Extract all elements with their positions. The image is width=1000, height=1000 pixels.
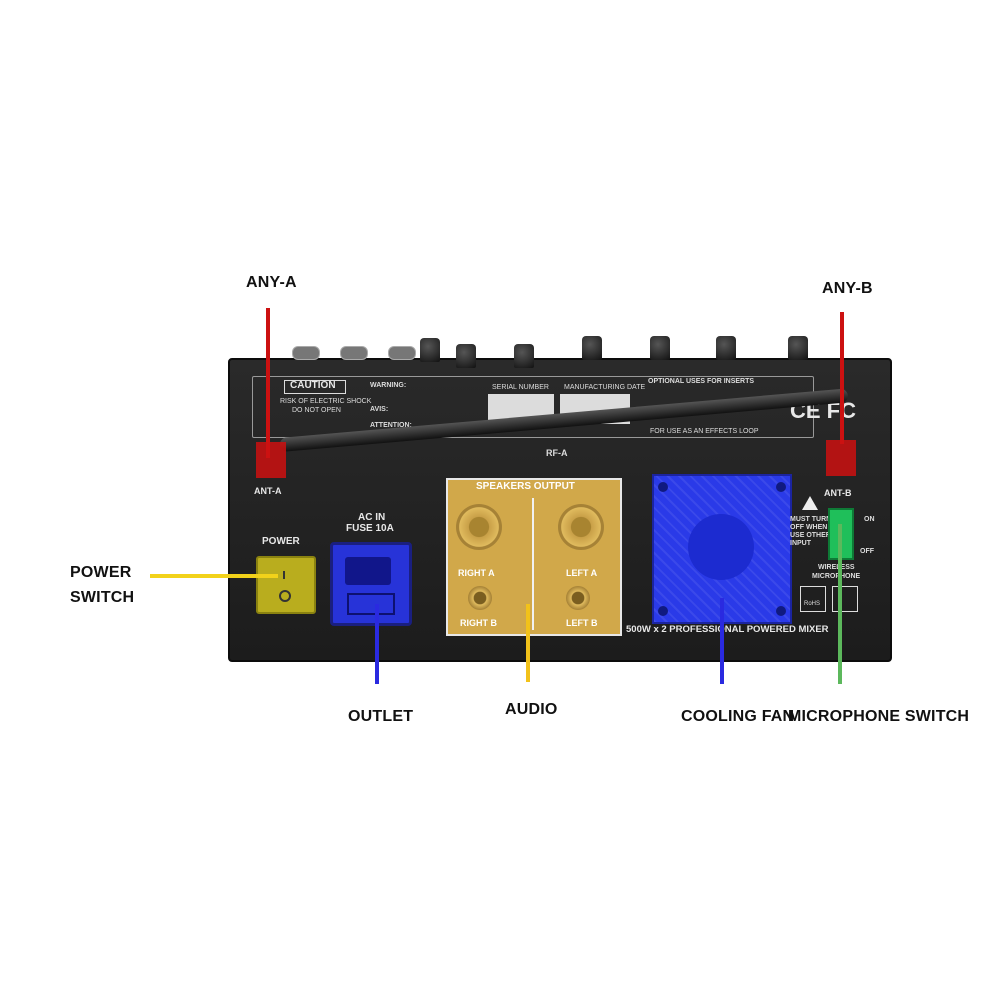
- left-a-label: LEFT A: [566, 568, 598, 578]
- wireless-mic-label-1: WIRELESS: [818, 564, 855, 571]
- any-b-leader: [840, 312, 844, 444]
- knob-2: [456, 344, 476, 368]
- power-switch-leader: [150, 574, 278, 578]
- fan-screw-br: [776, 606, 786, 616]
- attention-text: ATTENTION:: [370, 422, 412, 429]
- speaker-jack-left-b[interactable]: [566, 586, 590, 610]
- microphone-switch-label: MICROPHONE SWITCH: [788, 708, 970, 725]
- warning-text: WARNING:: [370, 382, 407, 389]
- power-label: POWER: [262, 536, 300, 547]
- right-b-label: RIGHT B: [460, 618, 497, 628]
- any-a-leader: [266, 308, 270, 458]
- knob-5: [650, 336, 670, 360]
- effects-loop-text: FOR USE AS AN EFFECTS LOOP: [650, 428, 759, 435]
- power-switch-off-mark: [279, 590, 291, 602]
- knob-7: [788, 336, 808, 360]
- ac-inlet-socket: [345, 557, 391, 585]
- caution-text-2: DO NOT OPEN: [292, 407, 341, 414]
- knob-4: [582, 336, 602, 360]
- audio-leader: [526, 604, 530, 682]
- speakers-output-title: SPEAKERS OUTPUT: [476, 481, 575, 492]
- fuse-holder: [347, 593, 395, 615]
- any-a-label: ANY-A: [246, 274, 297, 291]
- right-a-label: RIGHT A: [458, 568, 495, 578]
- must-turn-off-text: MUST TURN OFF WHEN USE OTHER INPUT: [790, 516, 832, 547]
- speakers-divider: [532, 498, 534, 630]
- ac-inlet[interactable]: [330, 542, 412, 626]
- serial-number-label: SERIAL NUMBER: [492, 384, 549, 391]
- ant-a-marker: [256, 442, 286, 478]
- input-jack-2: [340, 346, 368, 360]
- cooling-fan-label: COOLING FAN: [681, 708, 795, 725]
- any-b-label: ANY-B: [822, 280, 873, 297]
- audio-label: AUDIO: [505, 701, 558, 718]
- mic-off-label: OFF: [860, 548, 874, 555]
- fan-hub: [688, 514, 754, 580]
- knob-6: [716, 336, 736, 360]
- cooling-fan-leader: [720, 598, 724, 684]
- speaker-jack-left-a[interactable]: [558, 504, 604, 550]
- mic-on-label: ON: [864, 516, 875, 523]
- input-jack-1: [292, 346, 320, 360]
- outlet-leader: [375, 604, 379, 684]
- speakers-output-panel: [446, 478, 622, 636]
- fan-screw-bl: [658, 606, 668, 616]
- rf-a-label: RF-A: [546, 448, 568, 458]
- caution-title: CAUTION: [290, 380, 336, 391]
- speaker-jack-right-b[interactable]: [468, 586, 492, 610]
- ac-in-label-1: AC IN: [358, 512, 386, 523]
- wireless-mic-label-2: MICROPHONE: [812, 573, 861, 580]
- input-jack-3: [388, 346, 416, 360]
- info-label-strip: [252, 376, 814, 438]
- power-switch-label-line1: POWER: [70, 564, 132, 581]
- microphone-switch-leader: [838, 524, 842, 684]
- ant-b-label: ANT-B: [824, 488, 852, 498]
- fan-screw-tl: [658, 482, 668, 492]
- fan-screw-tr: [776, 482, 786, 492]
- ant-a-label: ANT-A: [254, 486, 282, 496]
- left-b-label: LEFT B: [566, 618, 598, 628]
- weee-badge: [832, 586, 858, 612]
- power-switch[interactable]: [256, 556, 316, 614]
- knob-3: [514, 344, 534, 368]
- ac-in-label-2: FUSE 10A: [346, 523, 394, 534]
- speaker-jack-right-a[interactable]: [456, 504, 502, 550]
- knob-1: [420, 338, 440, 362]
- mixer-rear-panel: CAUTION RISK OF ELECTRIC SHOCK DO NOT OP…: [228, 336, 892, 662]
- power-switch-on-mark: [283, 571, 285, 579]
- avis-text: AVIS:: [370, 406, 389, 413]
- outlet-label: OUTLET: [348, 708, 414, 725]
- rohs-text: RoHS: [804, 601, 821, 607]
- optional-inserts-title: OPTIONAL USES FOR INSERTS: [648, 378, 755, 385]
- model-text: 500W x 2 PROFESSIONAL POWERED MIXER: [626, 624, 829, 635]
- caution-text-1: RISK OF ELECTRIC SHOCK: [280, 398, 372, 405]
- caution-box: [284, 380, 346, 394]
- power-switch-label-line2: SWITCH: [70, 589, 135, 606]
- warning-triangle-icon: [802, 496, 818, 510]
- rohs-badge: RoHS: [800, 586, 826, 612]
- manufacturing-date-label: MANUFACTURING DATE: [564, 384, 646, 391]
- ant-b-marker: [826, 440, 856, 476]
